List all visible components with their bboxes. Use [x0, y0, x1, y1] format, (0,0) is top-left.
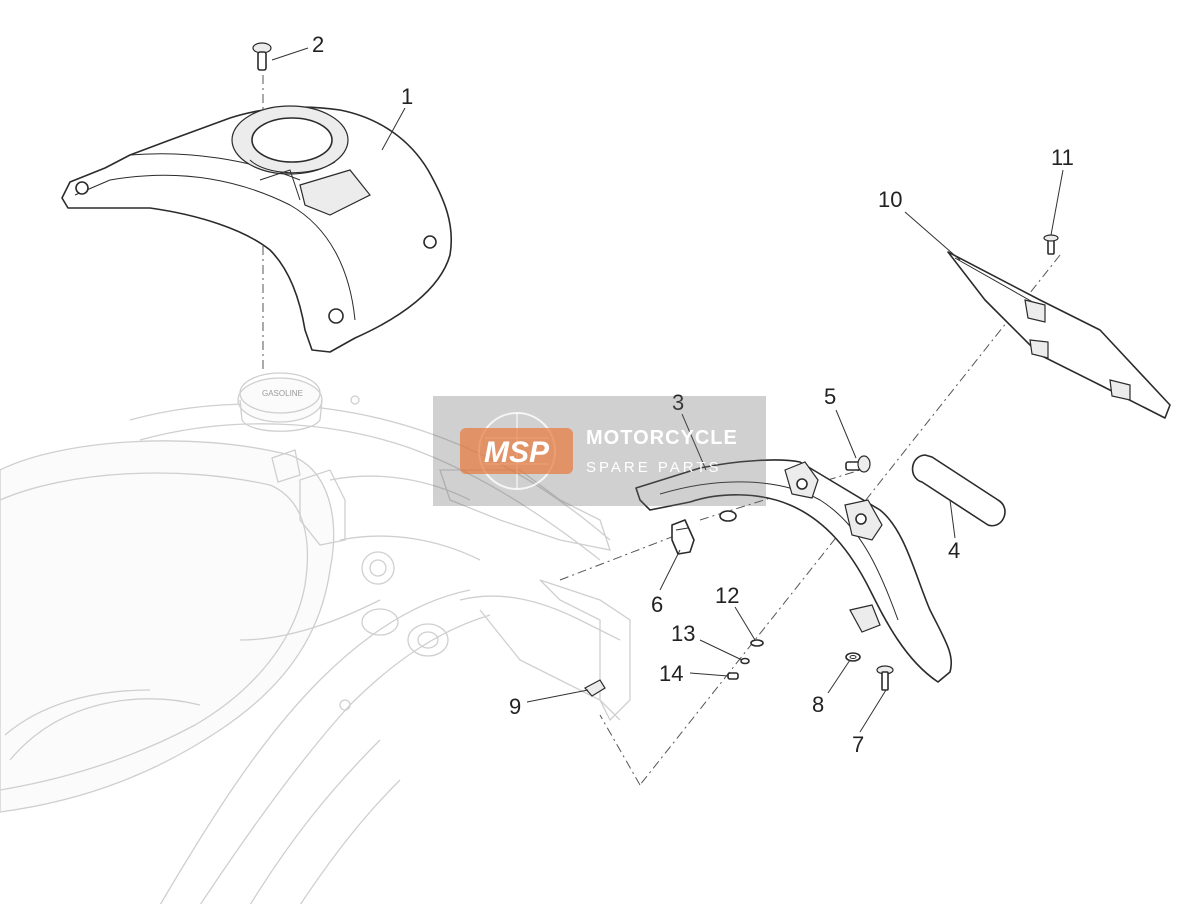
- callout-5: 5: [824, 384, 836, 409]
- callout-4: 4: [948, 538, 960, 563]
- part-3-rear-bracket: [635, 459, 953, 683]
- callout-1: 1: [401, 84, 413, 109]
- watermark: MSP MOTORCYCLE SPARE PARTS: [433, 396, 766, 506]
- part-7-screw: [876, 665, 894, 691]
- watermark-line1: MOTORCYCLE: [586, 427, 738, 449]
- part-14-pin: [727, 672, 739, 680]
- part-11-screw: [1043, 234, 1059, 255]
- callout-7: 7: [852, 732, 864, 757]
- part-12-spring: [750, 639, 764, 647]
- callout-6: 6: [651, 592, 663, 617]
- callout-labels: 1 2 3 4 5 6 7 8 9 10 11 12 13 14: [312, 32, 1074, 757]
- callout-3: 3: [672, 390, 684, 415]
- callout-12: 12: [715, 583, 739, 608]
- callout-10: 10: [878, 187, 902, 212]
- leader-lines: [271, 47, 1064, 733]
- watermark-line2: SPARE PARTS: [586, 459, 722, 476]
- part-9-clip: [584, 679, 606, 697]
- part-2-screw: [252, 42, 272, 71]
- scooter-frame-background: GASOLINE: [0, 372, 631, 904]
- callout-9: 9: [509, 694, 521, 719]
- callout-13: 13: [671, 621, 695, 646]
- part-8-washer: [845, 652, 861, 662]
- callout-11: 11: [1051, 145, 1074, 170]
- part-4-reflector: [911, 454, 1006, 527]
- part-10-plate-holder: [947, 251, 1171, 419]
- fuel-cap-label: GASOLINE: [262, 389, 303, 398]
- callout-8: 8: [812, 692, 824, 717]
- part-13-washer: [740, 657, 750, 665]
- part-6-clip-nut: [671, 519, 695, 555]
- callout-2: 2: [312, 32, 324, 57]
- watermark-badge-text: MSP: [484, 436, 550, 469]
- part-1-tank-cover: [61, 105, 453, 353]
- part-5-screw: [845, 455, 871, 473]
- watermark-badge: [460, 428, 573, 474]
- callout-14: 14: [659, 661, 683, 686]
